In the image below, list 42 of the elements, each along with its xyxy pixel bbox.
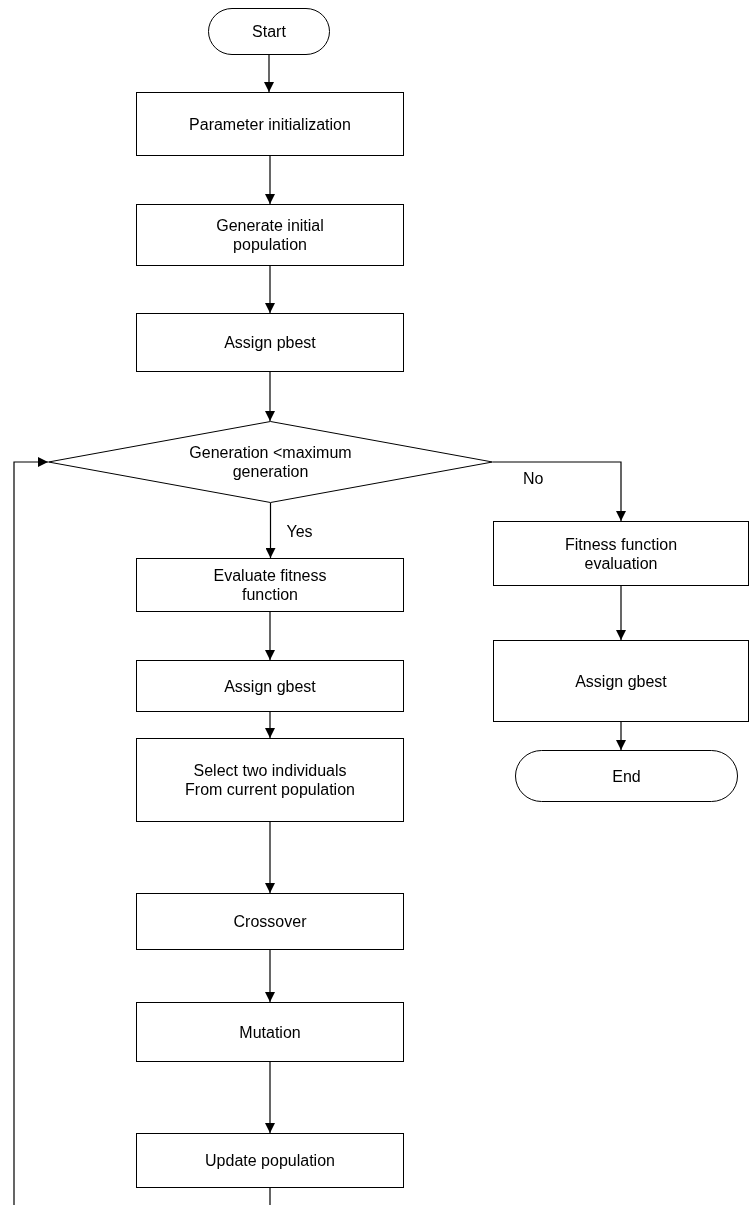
process-box	[136, 1002, 404, 1062]
node-text: Generation <maximum generation	[188, 443, 353, 481]
arrow	[265, 949, 275, 1003]
node-text: Mutation	[238, 1022, 302, 1042]
node-text: Crossover	[232, 912, 308, 931]
arrow	[265, 502, 276, 559]
arrow	[13, 457, 271, 1205]
node-text: Evaluate fitness function	[212, 566, 328, 604]
node-text: Assign gbest	[223, 676, 317, 696]
arrow	[265, 611, 275, 661]
terminal-shape	[208, 8, 330, 55]
node-text: Generate initial population	[215, 216, 325, 254]
arrow	[492, 461, 626, 522]
node-text: Select two individuals From current population	[184, 761, 356, 799]
arrow	[265, 821, 275, 894]
process-box	[493, 640, 749, 722]
node-text: Assign pbest	[223, 333, 317, 352]
process-box	[493, 521, 749, 586]
node-text: Fitness function evaluation	[563, 534, 679, 573]
arrow	[264, 54, 274, 93]
arrow	[616, 721, 626, 751]
process-box	[136, 313, 404, 372]
process-box	[136, 204, 404, 266]
arrow	[265, 1061, 275, 1134]
process-box	[136, 660, 404, 712]
node-text: Update population	[204, 1151, 336, 1170]
process-box	[136, 738, 404, 822]
process-box	[136, 893, 404, 950]
node-text: End	[611, 766, 642, 786]
node-text: Start	[251, 22, 287, 41]
decision-diamond	[48, 421, 493, 503]
process-box	[136, 558, 404, 612]
arrow	[265, 371, 275, 422]
arrow	[265, 711, 275, 739]
terminal-shape	[515, 750, 738, 802]
node-text: Parameter initialization	[188, 114, 352, 134]
arrow	[265, 155, 275, 205]
arrow	[265, 265, 275, 314]
process-box	[136, 1133, 404, 1188]
arrow	[616, 585, 626, 641]
process-box	[136, 92, 404, 156]
node-text: Assign gbest	[574, 671, 668, 691]
